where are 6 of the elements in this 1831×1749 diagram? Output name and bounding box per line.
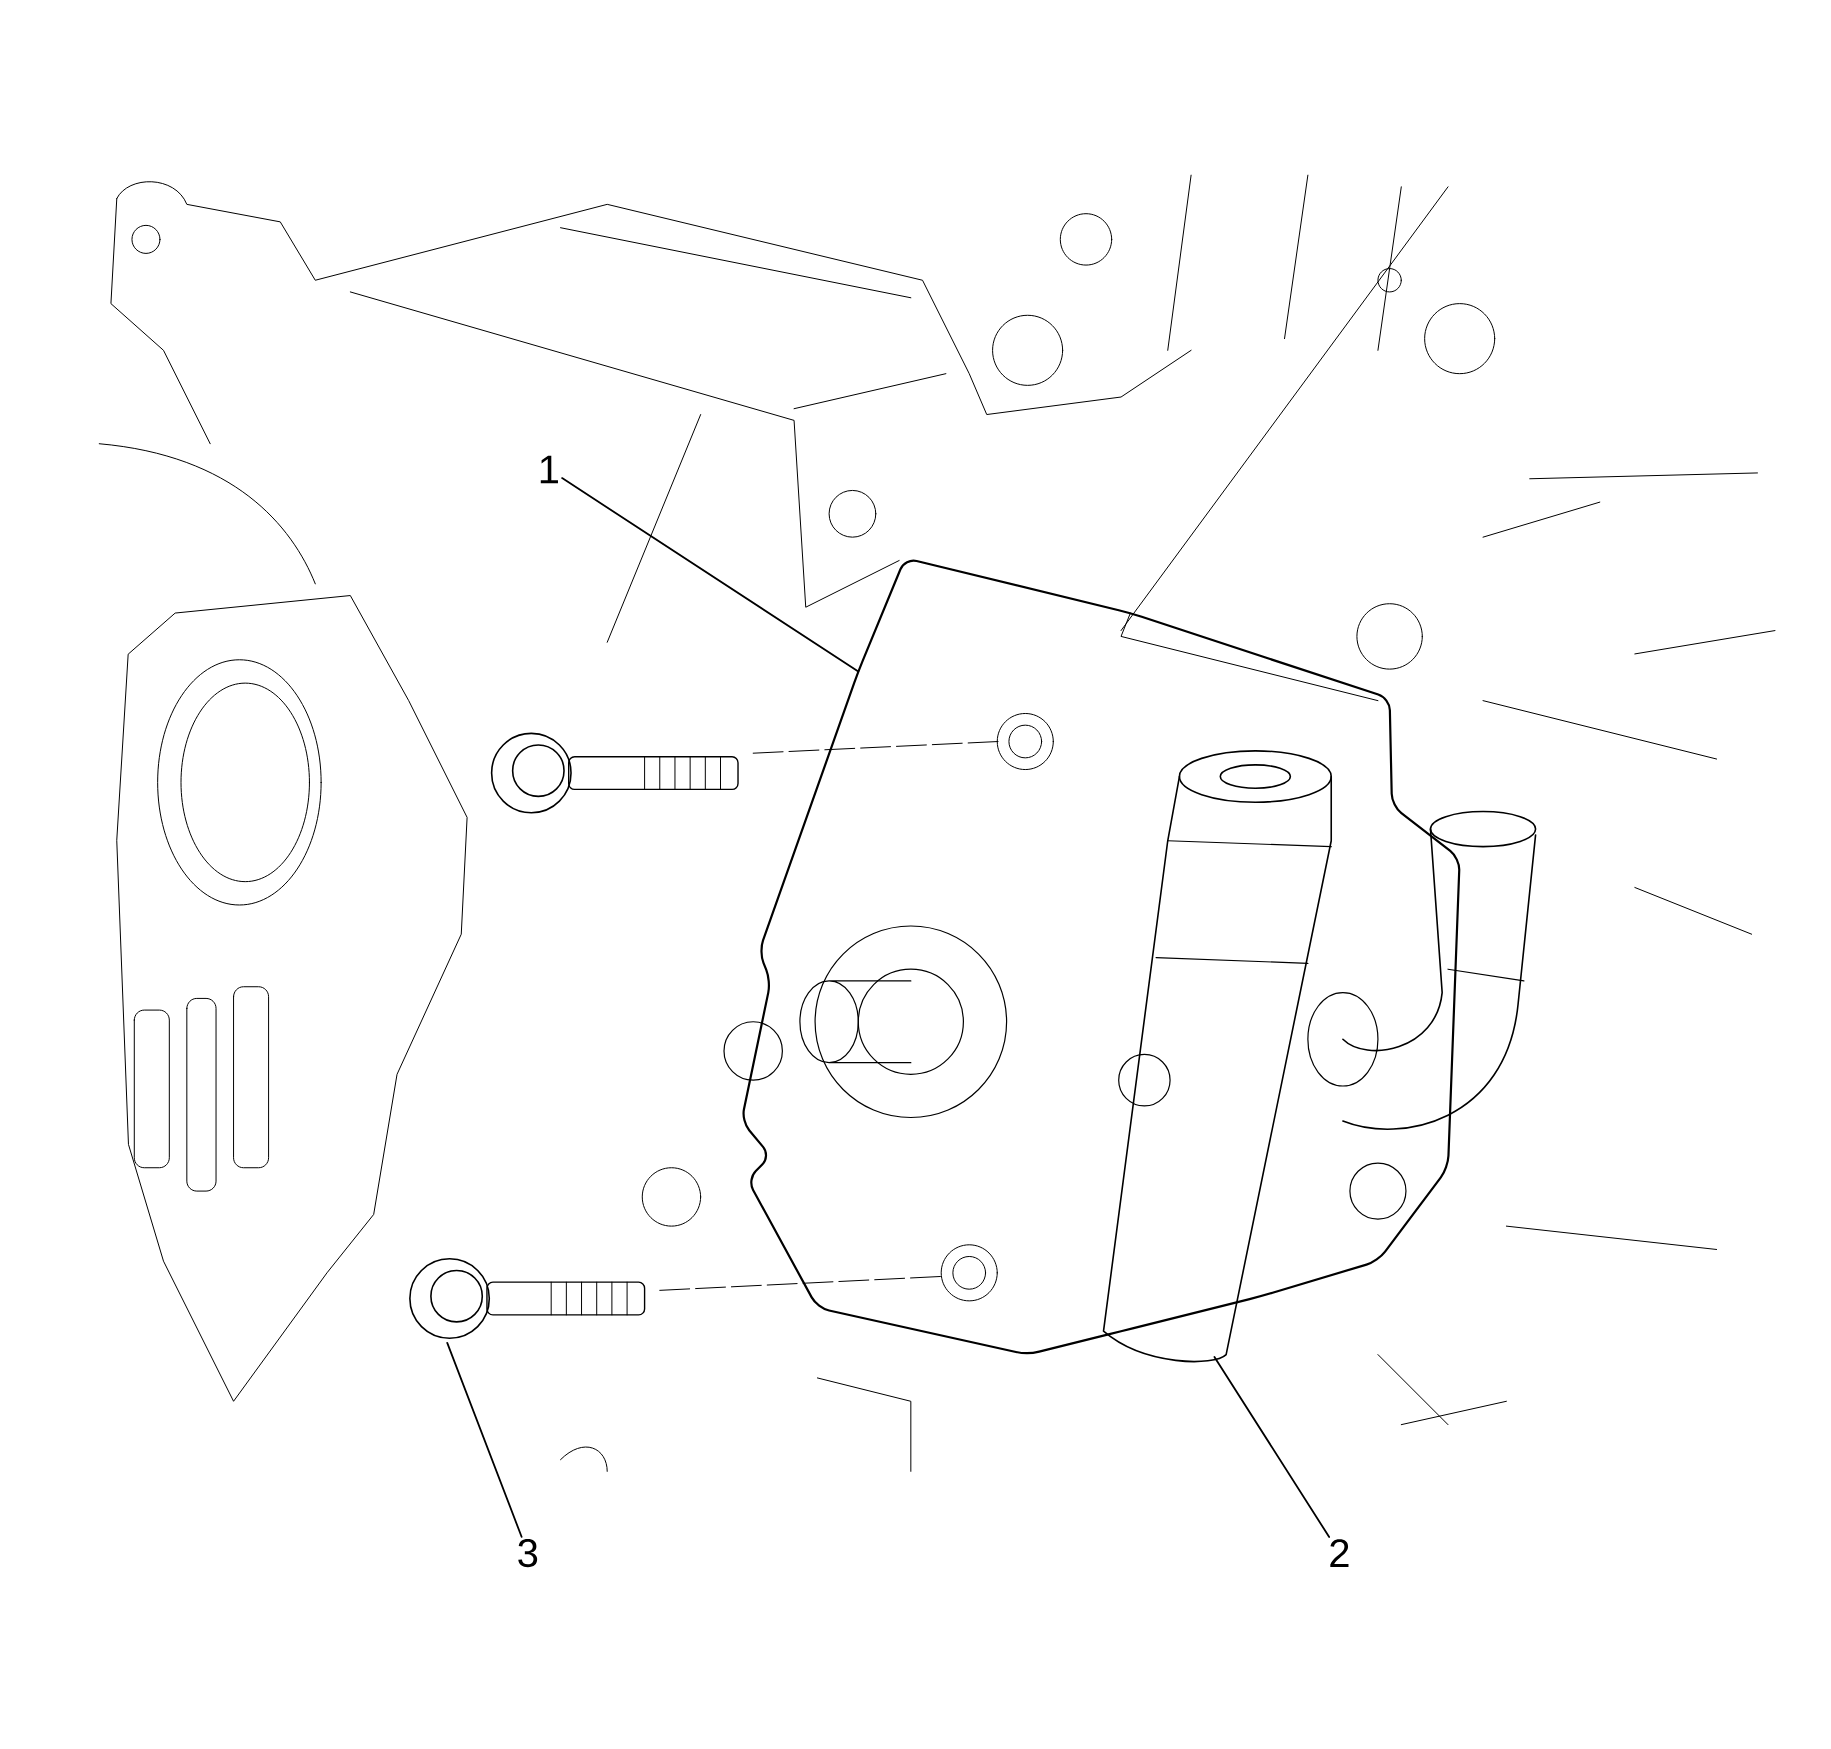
callout-number: 3 (518, 1538, 538, 1568)
leader-line (561, 477, 860, 673)
callout-number: 2 (1330, 1539, 1349, 1567)
callout-number: 1 (540, 455, 558, 483)
leader-line (446, 1341, 523, 1538)
leader-line (1213, 1355, 1331, 1538)
